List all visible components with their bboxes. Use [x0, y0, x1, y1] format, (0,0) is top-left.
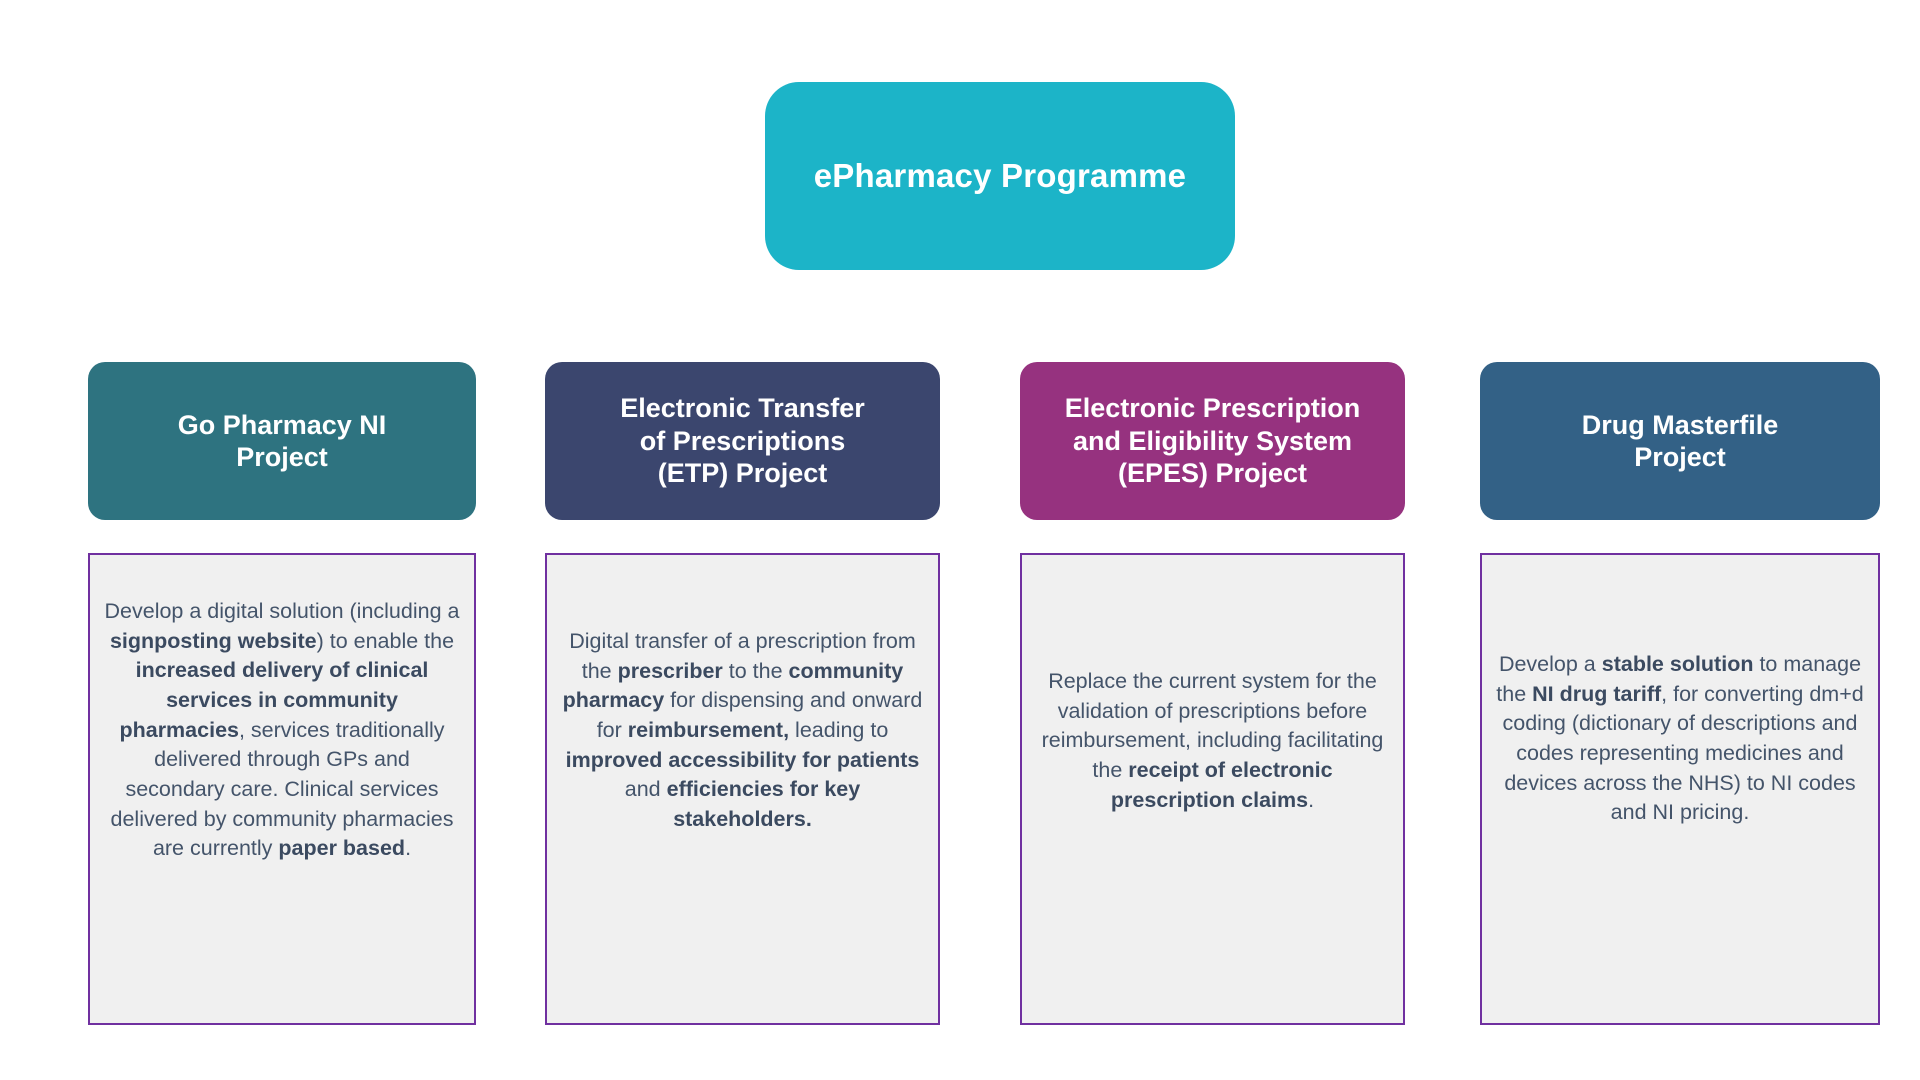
project-description-box-etp: Digital transfer of a prescription from … [545, 553, 940, 1025]
project-column-etp: Electronic Transfer of Prescriptions (ET… [545, 362, 940, 1025]
project-title: Go Pharmacy NI Project [177, 409, 387, 472]
project-description: Develop a digital solution (including a … [104, 599, 460, 861]
programme-title: ePharmacy Programme [813, 157, 1187, 195]
project-header-epes: Electronic Prescription and Eligibility … [1020, 362, 1405, 520]
project-column-go-pharmacy-ni: Go Pharmacy NI Project Develop a digital… [88, 362, 476, 1025]
programme-node: ePharmacy Programme [765, 82, 1235, 270]
project-description: Replace the current system for the valid… [1041, 669, 1384, 812]
project-header-etp: Electronic Transfer of Prescriptions (ET… [545, 362, 940, 520]
project-header-go-pharmacy-ni: Go Pharmacy NI Project [88, 362, 476, 520]
project-header-drug-masterfile: Drug Masterfile Project [1480, 362, 1880, 520]
project-description: Develop a stable solution to manage the … [1496, 652, 1864, 825]
project-description-box-drug-masterfile: Develop a stable solution to manage the … [1480, 553, 1880, 1025]
project-column-epes: Electronic Prescription and Eligibility … [1020, 362, 1405, 1025]
project-column-drug-masterfile: Drug Masterfile Project Develop a stable… [1480, 362, 1880, 1025]
project-title: Electronic Transfer of Prescriptions (ET… [620, 393, 865, 489]
project-title: Drug Masterfile Project [1581, 409, 1779, 472]
project-description-box-go-pharmacy-ni: Develop a digital solution (including a … [88, 553, 476, 1025]
project-title: Electronic Prescription and Eligibility … [1064, 393, 1361, 489]
project-description-box-epes: Replace the current system for the valid… [1020, 553, 1405, 1025]
project-description: Digital transfer of a prescription from … [562, 629, 923, 831]
